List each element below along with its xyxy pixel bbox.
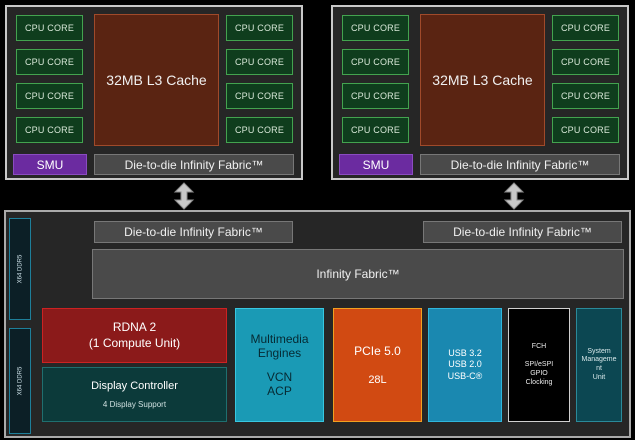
ddr5-channel-bottom: X64 DDR5 <box>9 328 31 434</box>
ddr5-channel-top: X64 DDR5 <box>9 218 31 320</box>
double-arrow-icon <box>503 182 525 210</box>
fch-block: FCH SPI/eSPI GPIO Clocking <box>508 308 570 422</box>
rdna2-title: RDNA 2 <box>112 319 157 334</box>
smu-block: SMU <box>13 154 87 175</box>
display-controller-sub: 4 Display Support <box>102 400 167 409</box>
fch-gpio: GPIO <box>530 370 548 377</box>
pcie-controller: PCIe 5.0 28L <box>333 308 422 422</box>
fch-spi: SPI/eSPI <box>524 360 554 368</box>
cpu-core: CPU CORE <box>342 15 409 41</box>
fch-clocking: Clocking <box>525 379 553 387</box>
cpu-core: CPU CORE <box>226 15 293 41</box>
usb-controller: USB 3.2 USB 2.0 USB-C® <box>428 308 502 422</box>
cpu-core: CPU CORE <box>342 83 409 109</box>
usb-3-2: USB 3.2 <box>448 348 482 359</box>
ccd-right: CPU CORE CPU CORE CPU CORE CPU CORE 32MB… <box>331 5 629 180</box>
multimedia-line2: Engines <box>257 346 302 360</box>
l3-cache: 32MB L3 Cache <box>94 14 219 146</box>
double-arrow-icon <box>173 182 195 210</box>
cpu-core: CPU CORE <box>342 117 409 143</box>
display-controller-title: Display Controller <box>91 380 178 392</box>
cpu-core: CPU CORE <box>552 83 619 109</box>
l3-cache: 32MB L3 Cache <box>420 14 545 146</box>
cpu-core: CPU CORE <box>226 117 293 143</box>
system-management-unit: System Manageme nt Unit <box>576 308 622 422</box>
usb-2-0: USB 2.0 <box>448 359 482 370</box>
cpu-core: CPU CORE <box>226 83 293 109</box>
cpu-core: CPU CORE <box>342 49 409 75</box>
cpu-core: CPU CORE <box>552 15 619 41</box>
cpu-core: CPU CORE <box>226 49 293 75</box>
cpu-core: CPU CORE <box>16 15 83 41</box>
infinity-fabric: Infinity Fabric™ <box>92 249 624 299</box>
cpu-core: CPU CORE <box>552 117 619 143</box>
die-to-die-fabric-right: Die-to-die Infinity Fabric™ <box>423 221 622 243</box>
die-to-die-fabric: Die-to-die Infinity Fabric™ <box>94 154 294 175</box>
smu-line2: Manageme <box>581 356 617 364</box>
display-controller: Display Controller 4 Display Support <box>42 367 227 422</box>
ddr5-label: X64 DDR5 <box>17 366 23 396</box>
ddr5-label: X64 DDR5 <box>17 254 23 284</box>
fch-title: FCH <box>531 343 547 351</box>
smu-block: SMU <box>339 154 413 175</box>
cpu-core: CPU CORE <box>552 49 619 75</box>
pcie-title: PCIe 5.0 <box>354 344 401 358</box>
smu-line3: nt <box>596 365 602 372</box>
pcie-lanes: 28L <box>368 374 387 386</box>
vcn-label: VCN <box>266 370 293 384</box>
cpu-core: CPU CORE <box>16 83 83 109</box>
rdna2-gpu: RDNA 2 (1 Compute Unit) <box>42 308 227 363</box>
die-to-die-fabric: Die-to-die Infinity Fabric™ <box>420 154 620 175</box>
io-die: X64 DDR5 X64 DDR5 Die-to-die Infinity Fa… <box>4 210 631 438</box>
acp-label: ACP <box>267 384 292 398</box>
multimedia-engines: Multimedia Engines VCN ACP <box>235 308 324 422</box>
cpu-core: CPU CORE <box>16 117 83 143</box>
ccd-left: CPU CORE CPU CORE CPU CORE CPU CORE 32MB… <box>5 5 303 180</box>
cpu-core: CPU CORE <box>16 49 83 75</box>
multimedia-line1: Multimedia <box>250 332 309 346</box>
smu-line4: Unit <box>592 373 606 381</box>
smu-line1: System <box>587 347 611 355</box>
die-to-die-fabric-left: Die-to-die Infinity Fabric™ <box>94 221 293 243</box>
usb-c: USB-C® <box>447 370 483 381</box>
rdna2-subtitle: (1 Compute Unit) <box>88 335 181 350</box>
